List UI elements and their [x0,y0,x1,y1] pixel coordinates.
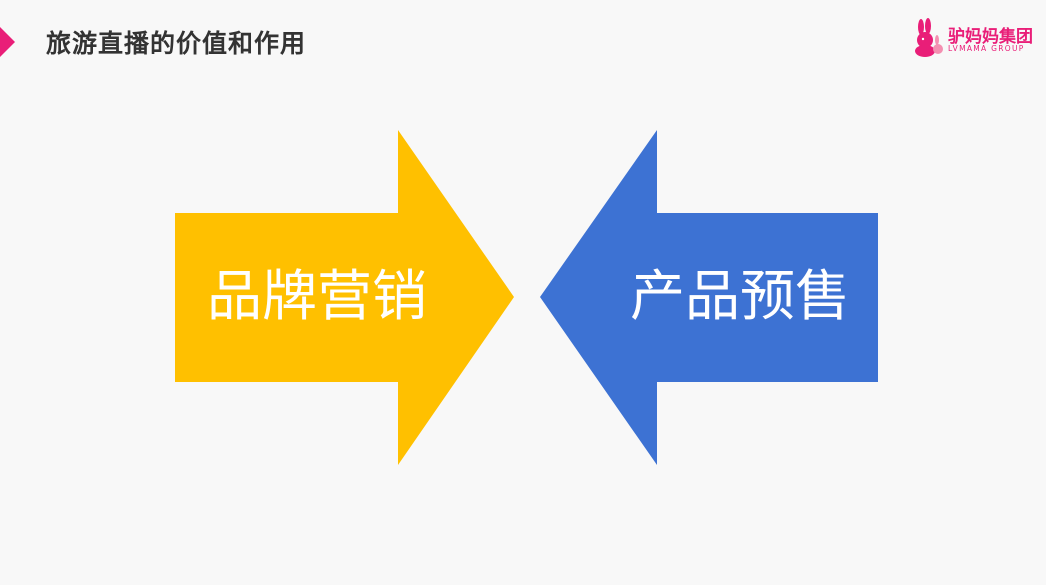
logo-name-en: LVMAMA GROUP [948,44,1025,53]
blue-left-arrow [540,130,878,465]
arrow-label-brand-marketing: 品牌营销 [207,264,428,328]
title-marker-triangle [0,27,15,57]
logo-name-cn: 驴妈妈集团 [948,27,1033,47]
slide-title: 旅游直播的价值和作用 [46,29,307,58]
company-logo: 驴妈妈集团 LVMAMA GROUP [910,18,1035,58]
yellow-right-arrow [175,130,514,465]
rabbit-logo-icon [915,18,943,57]
arrow-label-product-presale: 产品预售 [630,264,851,328]
